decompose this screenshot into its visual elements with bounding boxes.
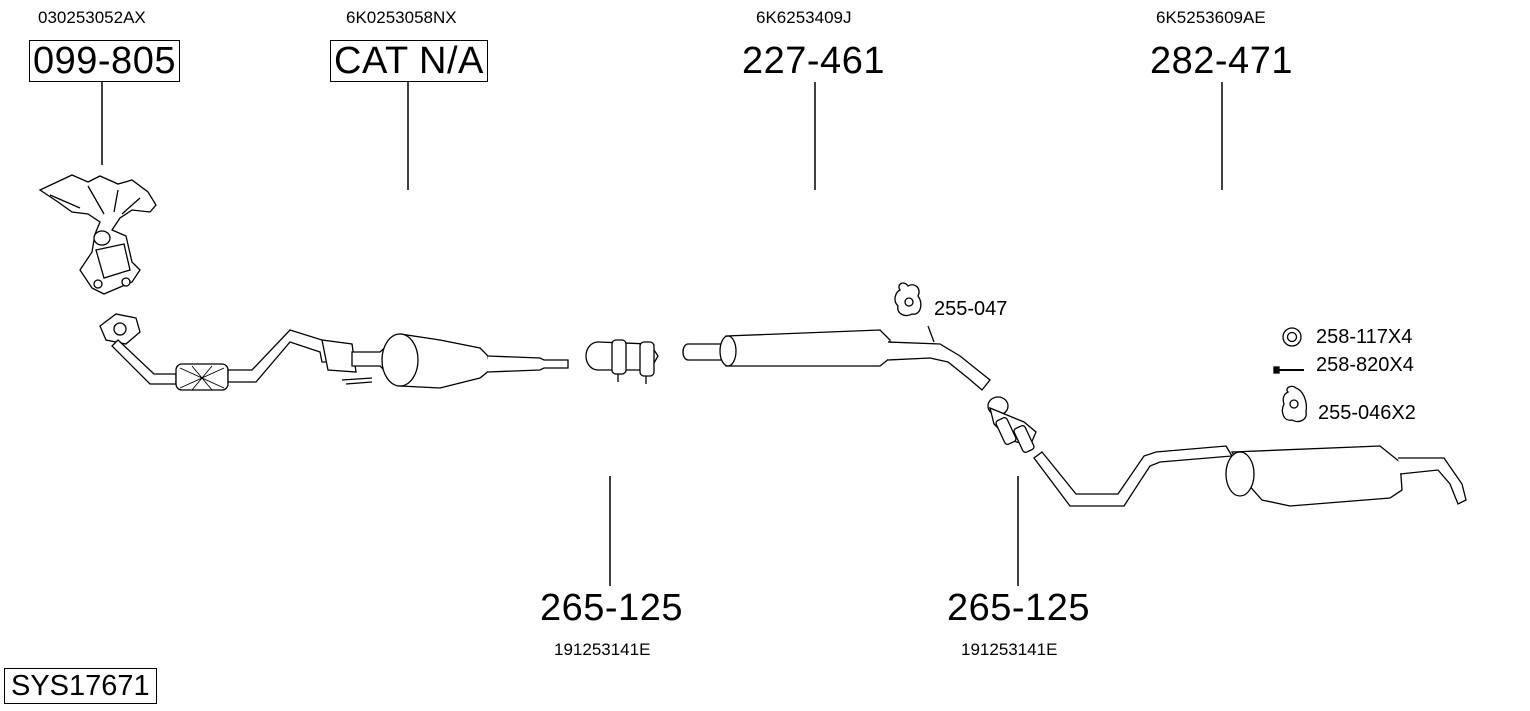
oem-number-catalyst: 6K0253058NX (346, 8, 457, 27)
exhaust-manifold (38, 174, 157, 295)
part-number-clamp-left[interactable]: 265-125 (540, 587, 683, 629)
oem-number-clamp-right: 191253141E (961, 640, 1058, 659)
part-number-gasket[interactable]: 258-117X4 (1316, 326, 1413, 348)
hanger-255-047 (894, 282, 922, 317)
oem-number-manifold: 030253052AX (38, 8, 146, 27)
oem-number-center-muffler: 6K6253409J (756, 8, 852, 27)
oem-number-rear-silencer: 6K5253609AE (1156, 8, 1266, 27)
system-id-label: SYS17671 (4, 668, 157, 704)
bolt-icon (1273, 366, 1304, 374)
gasket-ring-icon (1282, 327, 1302, 347)
clamp-left (585, 339, 659, 384)
part-number-clamp-right[interactable]: 265-125 (947, 587, 1090, 629)
oem-number-clamp-left: 191253141E (554, 640, 651, 659)
part-number-center-muffler[interactable]: 227-461 (742, 40, 885, 82)
rubber-hanger-icon (1281, 385, 1308, 423)
part-number-rubber-hanger[interactable]: 255-046X2 (1318, 402, 1416, 424)
part-number-catalyst[interactable]: CAT N/A (330, 40, 488, 82)
center-muffler (682, 325, 991, 391)
part-number-hanger[interactable]: 255-047 (934, 298, 1008, 320)
rear-silencer (1033, 445, 1467, 507)
front-pipe (99, 313, 373, 391)
part-number-manifold[interactable]: 099-805 (29, 40, 180, 82)
part-number-bolt[interactable]: 258-820X4 (1316, 354, 1414, 376)
catalytic-converter (351, 333, 569, 389)
clamp-right (987, 396, 1037, 453)
part-number-rear-silencer[interactable]: 282-471 (1150, 40, 1293, 82)
